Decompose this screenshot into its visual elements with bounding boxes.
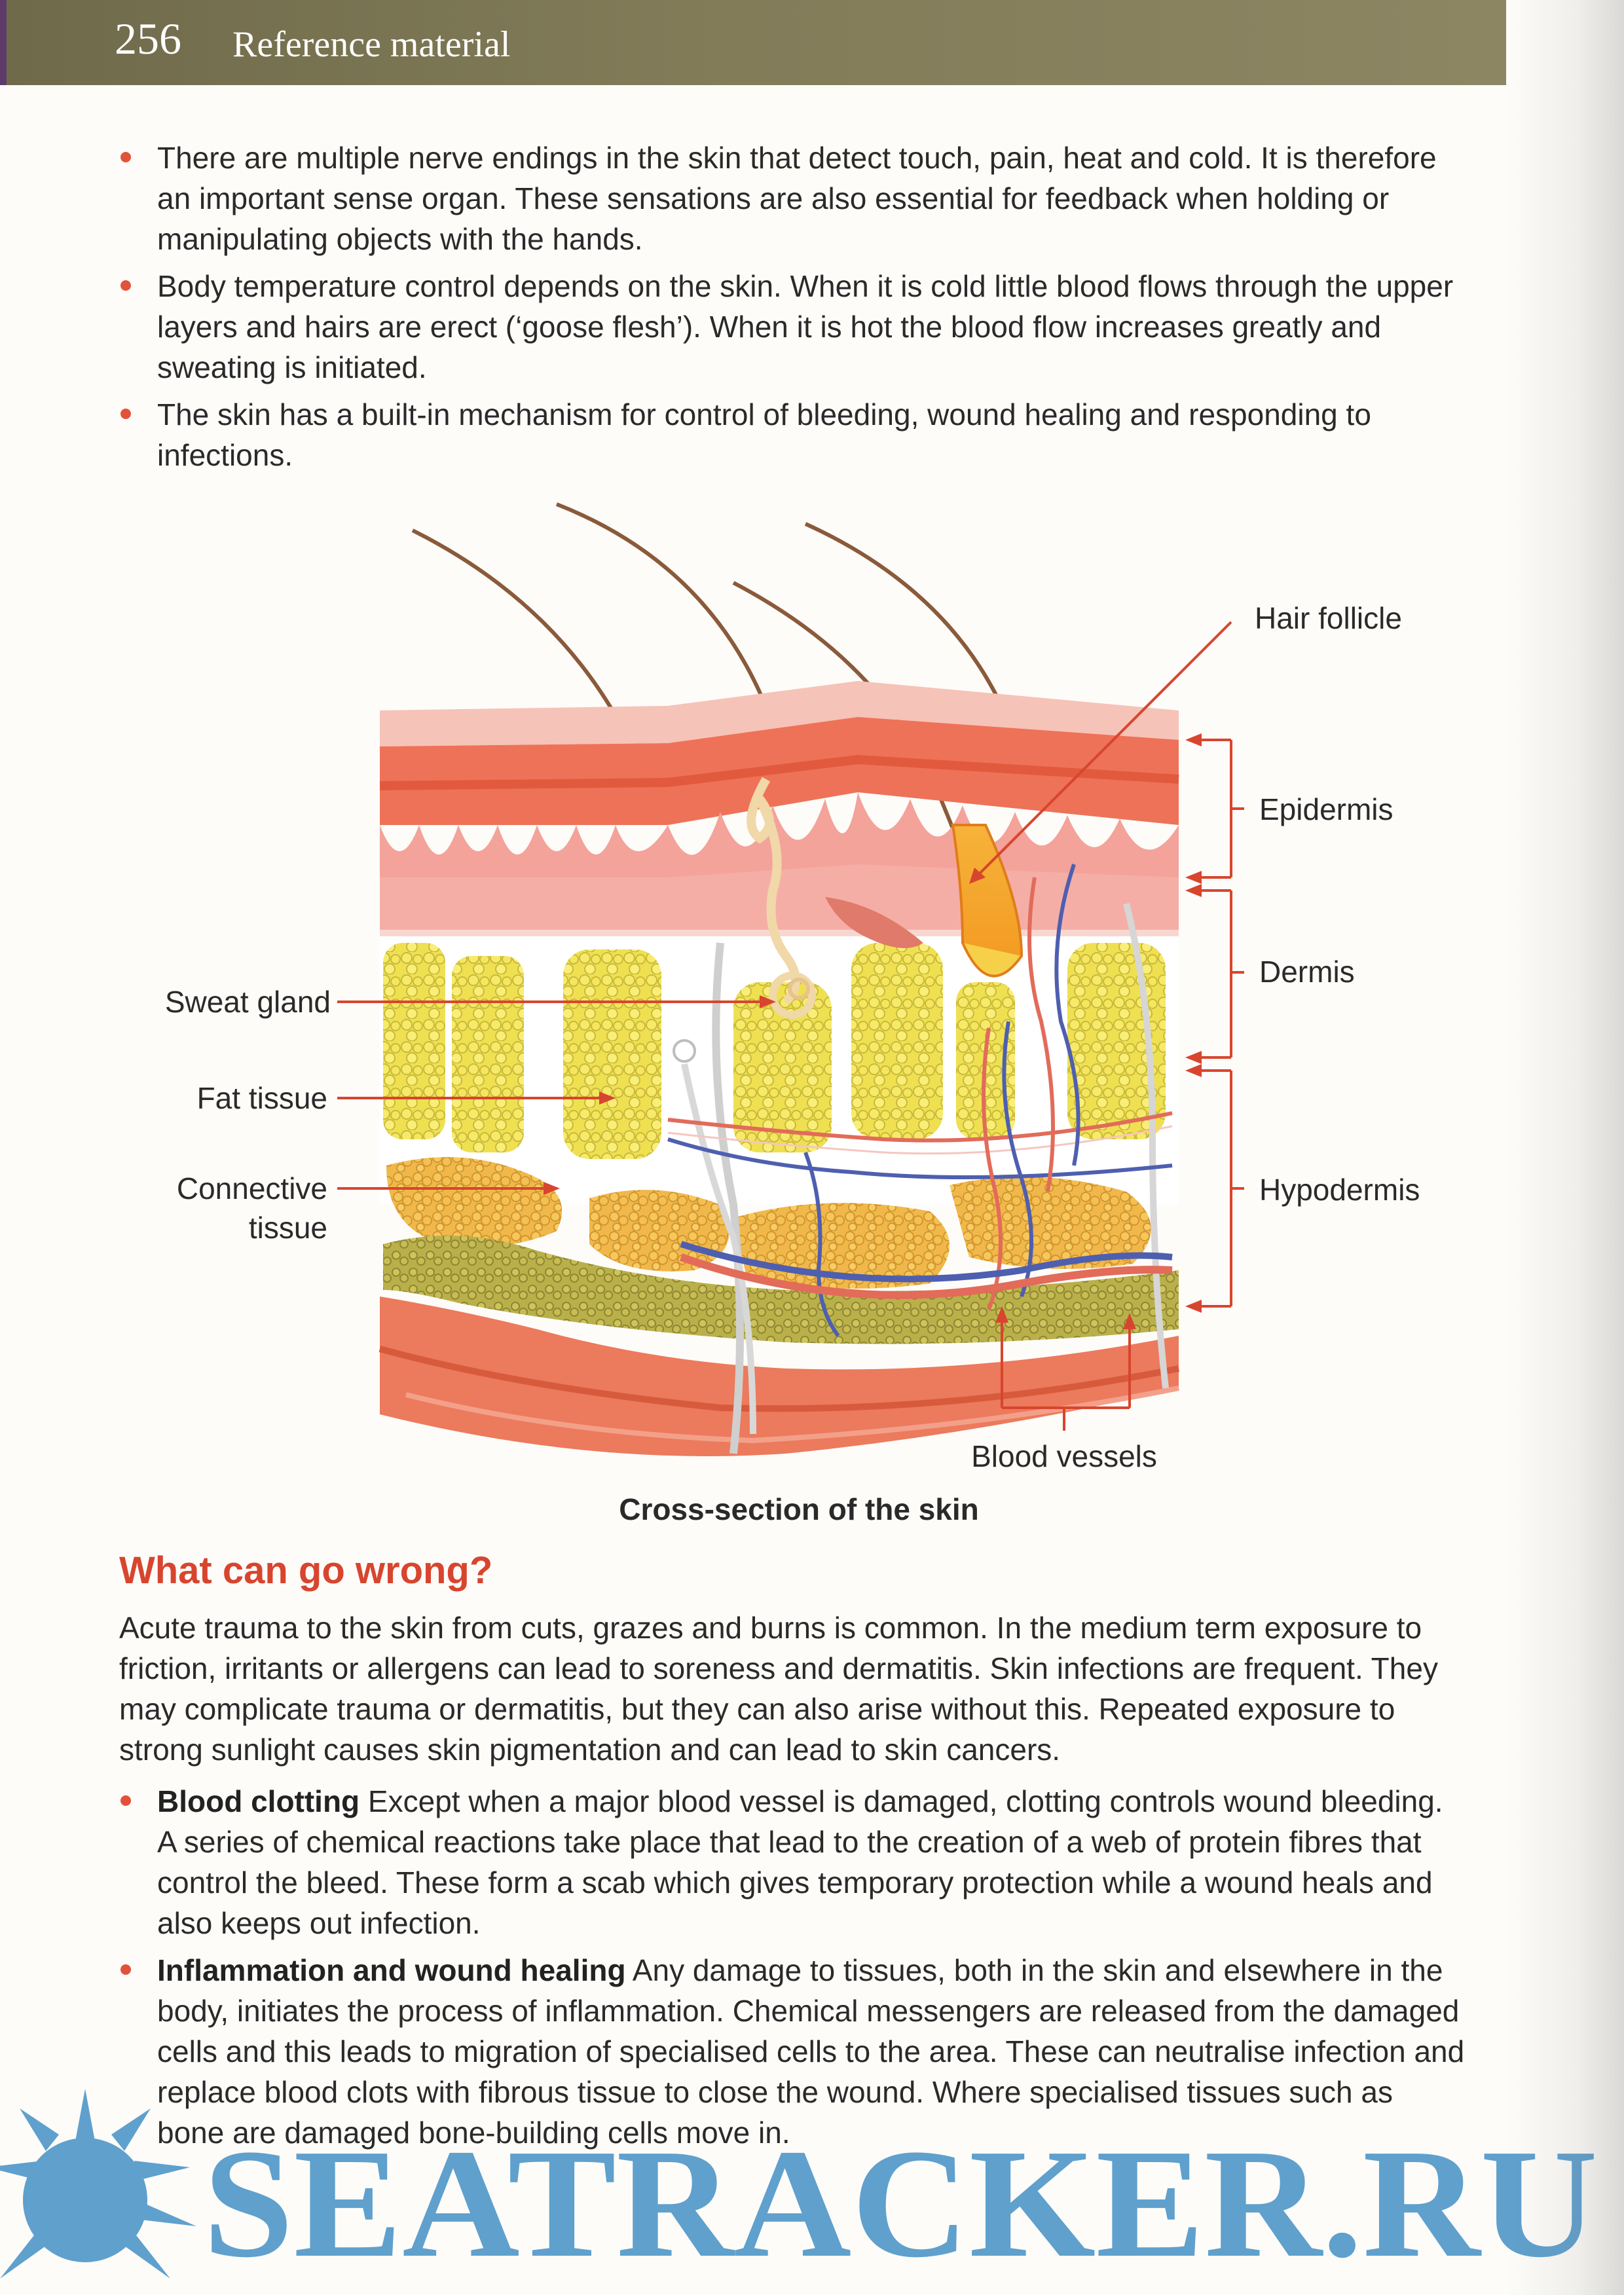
connective-tissue xyxy=(589,1190,729,1272)
skin-cross-section-diagram: Hair follicle Epidermis Dermis Hypodermi… xyxy=(165,502,1420,1473)
bullet-icon xyxy=(120,1964,131,1975)
hair-follicle-pointer xyxy=(974,621,1232,879)
label-hair-follicle: Hair follicle xyxy=(1255,601,1402,635)
watermark: SEATRACKER.RU xyxy=(0,2089,1598,2290)
bullet-term: Blood clotting xyxy=(157,1784,360,1818)
muscle-layer xyxy=(380,1296,1179,1456)
hair-icon xyxy=(804,522,1007,715)
label-hypodermis: Hypodermis xyxy=(1259,1173,1420,1207)
label-sweat-gland: Sweat gland xyxy=(165,985,331,1019)
hair-icon xyxy=(555,502,768,708)
label-connective-line1: Connective xyxy=(177,1171,327,1205)
list-item: Blood clotting Except when a major blood… xyxy=(118,1781,1467,1943)
list-item: Body temperature control depends on the … xyxy=(118,266,1454,388)
bullet-text: Any damage to tissues, both in the skin … xyxy=(157,1953,1465,2150)
nerve-icon xyxy=(712,942,744,1454)
list-item: The skin has a built-in mechanism for co… xyxy=(118,394,1454,475)
bullet-icon xyxy=(120,280,131,291)
label-blood-vessels: Blood vessels xyxy=(971,1439,1157,1473)
fat-lobule xyxy=(851,943,943,1139)
header-band xyxy=(0,0,1506,85)
sweat-gland-duct xyxy=(747,777,800,1005)
section-heading: What can go wrong? xyxy=(119,1549,493,1592)
label-fat-tissue: Fat tissue xyxy=(197,1081,327,1115)
list-item: Inflammation and wound healing Any damag… xyxy=(118,1950,1467,2153)
artery-icon xyxy=(667,1111,1173,1143)
intro-bullet-list: There are multiple nerve endings in the … xyxy=(118,138,1454,482)
bracket-arrows xyxy=(1185,733,1202,1313)
problem-bullet-list: Blood clotting Except when a major blood… xyxy=(118,1781,1467,2159)
figure-caption: Cross-section of the skin xyxy=(619,1492,979,1526)
fat-lobule xyxy=(733,982,832,1152)
fat-lobule xyxy=(383,943,445,1139)
connective-tissue xyxy=(386,1157,563,1246)
bullet-term: Inflammation and wound healing xyxy=(157,1953,626,1987)
sweat-gland-icon xyxy=(769,972,816,1019)
bullet-text: Body temperature control depends on the … xyxy=(157,269,1454,384)
skin-surface xyxy=(380,681,1179,746)
deep-fat-band xyxy=(383,1236,1179,1344)
label-connective-line2: tissue xyxy=(249,1211,327,1245)
page-fold-shadow xyxy=(1506,0,1624,2295)
hair-icon xyxy=(411,528,627,735)
bullet-text: The skin has a built-in mechanism for co… xyxy=(157,397,1371,472)
fat-lobule xyxy=(563,949,661,1159)
bullet-icon xyxy=(120,1795,131,1806)
fat-lobule xyxy=(452,956,524,1152)
watermark-text: SEATRACKER.RU xyxy=(203,2118,1598,2290)
layer-brackets xyxy=(1198,739,1244,1308)
label-epidermis: Epidermis xyxy=(1259,792,1393,826)
bullet-icon xyxy=(120,409,131,419)
vein-icon xyxy=(667,1137,1173,1179)
bullet-text: Except when a major blood vessel is dama… xyxy=(157,1784,1443,1940)
label-dermis: Dermis xyxy=(1259,955,1355,989)
page-number: 256 xyxy=(115,14,181,64)
section-paragraph: Acute trauma to the skin from cuts, graz… xyxy=(119,1611,1438,1767)
bullet-icon xyxy=(120,152,131,162)
bullet-text: There are multiple nerve endings in the … xyxy=(157,141,1437,256)
sebaceous-gland xyxy=(825,897,923,948)
header-title: Reference material xyxy=(232,24,511,65)
sunburst-icon xyxy=(0,2089,196,2279)
list-item: There are multiple nerve endings in the … xyxy=(118,138,1454,259)
blood-vessels-pointer xyxy=(1001,1316,1131,1431)
header-edge xyxy=(0,0,7,85)
